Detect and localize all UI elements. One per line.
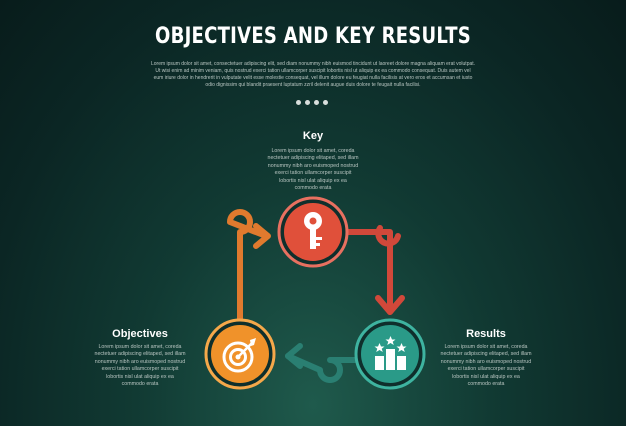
- podium-icon: [374, 336, 407, 370]
- pagination-dot: [305, 100, 310, 105]
- page-title: OBJECTIVES AND KEY RESULTS: [155, 24, 471, 49]
- key-icon: [304, 212, 322, 249]
- connector-results-to-objectives: [285, 343, 359, 383]
- key-node: [277, 196, 349, 268]
- results-node: [354, 318, 426, 390]
- pagination-dot: [323, 100, 328, 105]
- pagination-dot: [296, 100, 301, 105]
- pagination-dot: [314, 100, 319, 105]
- page-subtitle: Lorem ipsum dolor sit amet, consectetuer…: [150, 61, 476, 88]
- results-label: Results: [466, 328, 506, 340]
- connector-key-to-results: [342, 225, 405, 315]
- objectives-label: Objectives: [112, 328, 168, 340]
- objectives-node: [204, 318, 276, 390]
- objectives-description: Lorem ipsum dolor sit amet, coreda necte…: [94, 344, 186, 388]
- key-description: Lorem ipsum dolor sit amet, coreda necte…: [267, 148, 359, 192]
- connector-objectives-to-key: [227, 209, 271, 325]
- results-description: Lorem ipsum dolor sit amet, coreda necte…: [440, 344, 532, 388]
- pagination-dots: [296, 100, 328, 105]
- target-icon: [222, 338, 256, 373]
- key-label: Key: [302, 130, 324, 142]
